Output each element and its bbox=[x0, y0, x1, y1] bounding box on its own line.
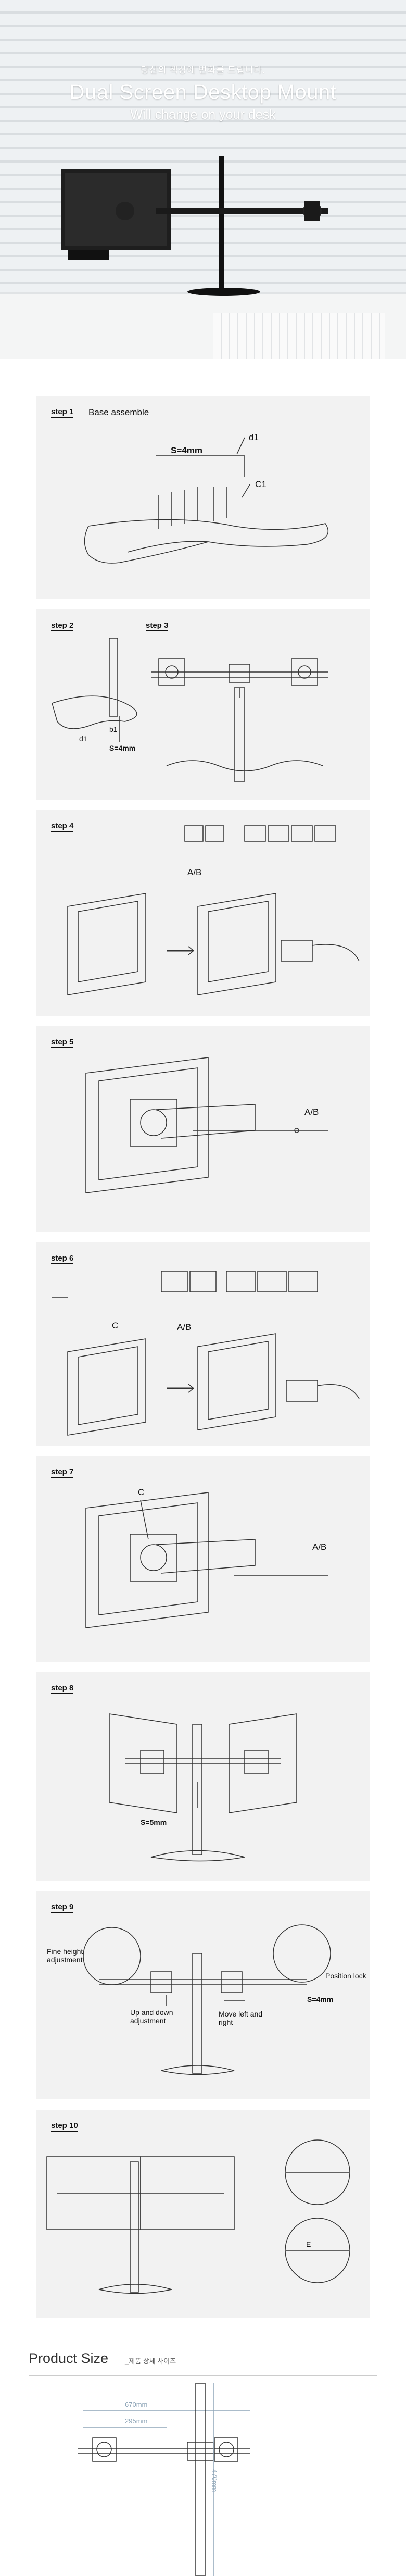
step-6-panel: step 6 C A/B bbox=[36, 1242, 370, 1446]
hero-text: 당신의 책상에 변화를 드립니다. Dual Screen Desktop Mo… bbox=[0, 63, 406, 122]
step-2-3-diagram bbox=[52, 638, 328, 782]
step-7-panel: step 7 C A/B bbox=[36, 1456, 370, 1662]
step-8-panel: step 8 S=5mm bbox=[36, 1672, 370, 1881]
step-9-move-lr: Move left and right bbox=[219, 2010, 263, 2026]
radiator bbox=[213, 313, 385, 359]
step-5-diagram bbox=[85, 1057, 328, 1193]
step-6-diagram bbox=[52, 1271, 360, 1436]
step-9-position-lock: Position lock bbox=[325, 1972, 366, 1980]
step-6-c: C bbox=[112, 1321, 119, 1330]
step-7-label: step 7 bbox=[51, 1467, 74, 1478]
step-5-label: step 5 bbox=[51, 1038, 74, 1048]
step-9-label: step 9 bbox=[51, 1902, 74, 1913]
step-8-screw-size: S=5mm bbox=[141, 1818, 167, 1826]
hero-subtitle: Will change on your desk bbox=[130, 107, 276, 122]
step-2-screw-size: S=4mm bbox=[109, 744, 136, 752]
step-2-b1: b1 bbox=[109, 725, 118, 733]
step-1-desc: Base assemble bbox=[88, 407, 149, 417]
product-size-divider bbox=[29, 2375, 377, 2376]
step-2-3-panel: step 2 step 3 b1 d1 S=4mm bbox=[36, 609, 370, 800]
step-7-diagram bbox=[85, 1492, 328, 1628]
dim-width-total: 670mm bbox=[125, 2400, 148, 2408]
step-10-label: step 10 bbox=[51, 2121, 78, 2132]
step-2-label: step 2 bbox=[51, 621, 74, 631]
step-2-d1: d1 bbox=[79, 735, 87, 743]
step-1-d1: d1 bbox=[249, 432, 259, 442]
step-9-fine-height: Fine height adjustment bbox=[47, 1947, 83, 1964]
step-4-ab: A/B bbox=[187, 867, 202, 877]
step-5-ab: A/B bbox=[304, 1107, 319, 1117]
step-10-e: E bbox=[306, 2240, 311, 2248]
step-4-diagram bbox=[67, 825, 360, 995]
step-9-up-down: Up and down adjustment bbox=[130, 2008, 173, 2025]
step-1-panel: step 1 Base assemble S=4mm d1 C1 bbox=[36, 396, 370, 599]
step-1-diagram bbox=[84, 437, 328, 564]
step-8-label: step 8 bbox=[51, 1684, 74, 1694]
step-9-diagram bbox=[83, 1924, 331, 2075]
step-9-panel: step 9 Fine height adjustment Up and dow… bbox=[36, 1891, 370, 2099]
step-1-screw-size: S=4mm bbox=[171, 445, 202, 455]
step-10-diagram bbox=[46, 2139, 350, 2294]
step-4-panel: step 4 A/B bbox=[36, 810, 370, 1016]
step-9-screw-size: S=4mm bbox=[307, 1995, 334, 2003]
hero-korean: 당신의 책상에 변화를 드립니다. bbox=[141, 65, 265, 75]
step-4-label: step 4 bbox=[51, 822, 74, 832]
dim-height: 470mm bbox=[211, 2469, 219, 2492]
product-size-subtitle: _제품 상세 사이즈 bbox=[125, 2357, 176, 2365]
product-size-title: Product Size bbox=[29, 2350, 109, 2366]
step-8-diagram bbox=[109, 1713, 297, 1862]
step-6-ab: A/B bbox=[177, 1322, 192, 1332]
step-7-c: C bbox=[138, 1487, 145, 1497]
step-5-panel: step 5 A/B bbox=[36, 1026, 370, 1232]
step-1-c1: C1 bbox=[255, 479, 267, 489]
step-10-panel: step 10 E bbox=[36, 2110, 370, 2318]
step-7-ab: A/B bbox=[312, 1542, 327, 1552]
step-3-label: step 3 bbox=[146, 621, 169, 631]
hero-title: Dual Screen Desktop Mount bbox=[69, 81, 337, 104]
step-1-label: step 1 bbox=[51, 407, 74, 418]
step-6-label: step 6 bbox=[51, 1254, 74, 1264]
hero-banner: 당신의 책상에 변화를 드립니다. Dual Screen Desktop Mo… bbox=[0, 0, 406, 359]
dim-width-arm: 295mm bbox=[125, 2417, 148, 2425]
hero-monitor-illustration bbox=[61, 156, 328, 296]
